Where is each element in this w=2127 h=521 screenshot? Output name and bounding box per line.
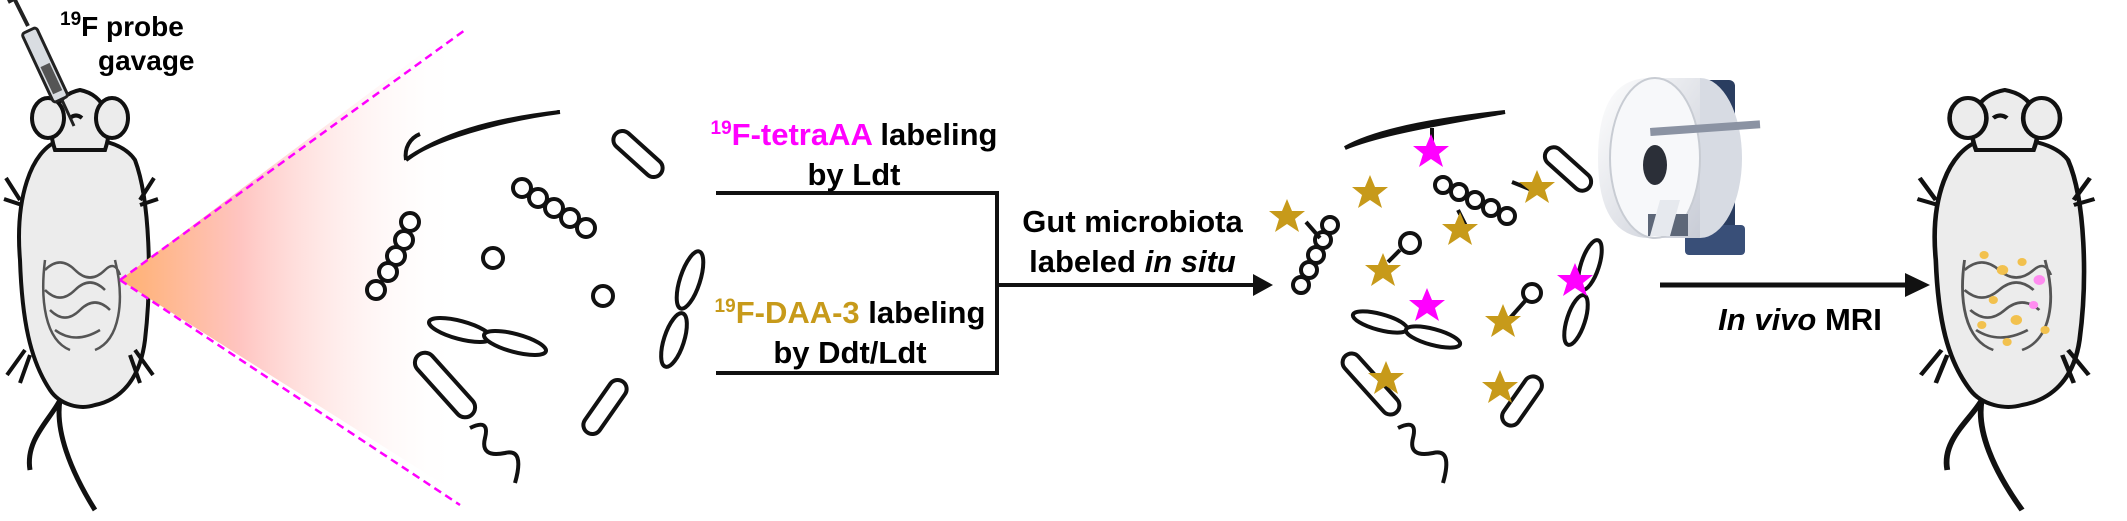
daa-sup: 19 xyxy=(714,296,736,317)
bacteria-icon xyxy=(365,110,706,484)
daa-label: 19F-DAA-3 labeling by Ddt/Ldt xyxy=(700,293,1000,373)
mri-italic: In vivo xyxy=(1718,302,1817,337)
daa-rest: labeling xyxy=(859,295,986,330)
result-line1: Gut microbiota xyxy=(1022,204,1243,239)
mri-label: In vivo MRI xyxy=(1680,300,1920,340)
probe-sup: 19 xyxy=(60,9,82,30)
syringe-icon xyxy=(7,0,76,127)
labeling-arrow xyxy=(716,191,1255,375)
arrow-icon xyxy=(1253,274,1273,296)
labeled-bacteria-icon xyxy=(1291,110,1604,484)
result-line2b: in situ xyxy=(1144,244,1236,279)
daa-line2: by Ddt/Ldt xyxy=(773,335,927,370)
tetra-line2: by Ldt xyxy=(807,157,901,192)
mri-arrow xyxy=(1660,273,1930,297)
mri-scanner-icon xyxy=(1598,77,1761,255)
probe-line2: gavage xyxy=(98,45,195,76)
tetra-label: 19F-tetraAA labeling by Ldt xyxy=(704,115,1004,195)
result-label: Gut microbiota labeled in situ xyxy=(1015,202,1250,282)
daa-name: F-DAA-3 xyxy=(735,295,860,330)
tetra-rest: labeling xyxy=(871,117,998,152)
probe-label: 19F probe gavage xyxy=(60,10,195,78)
tetra-name: F-tetraAA xyxy=(731,117,872,152)
mri-rest: MRI xyxy=(1816,302,1882,337)
mouse-icon-imaged xyxy=(1917,90,2094,510)
probe-line1: F probe xyxy=(81,11,184,42)
tetra-sup: 19 xyxy=(710,118,732,139)
mouse-icon xyxy=(4,90,158,510)
zoom-cone xyxy=(119,25,466,521)
result-line2a: labeled xyxy=(1029,244,1145,279)
